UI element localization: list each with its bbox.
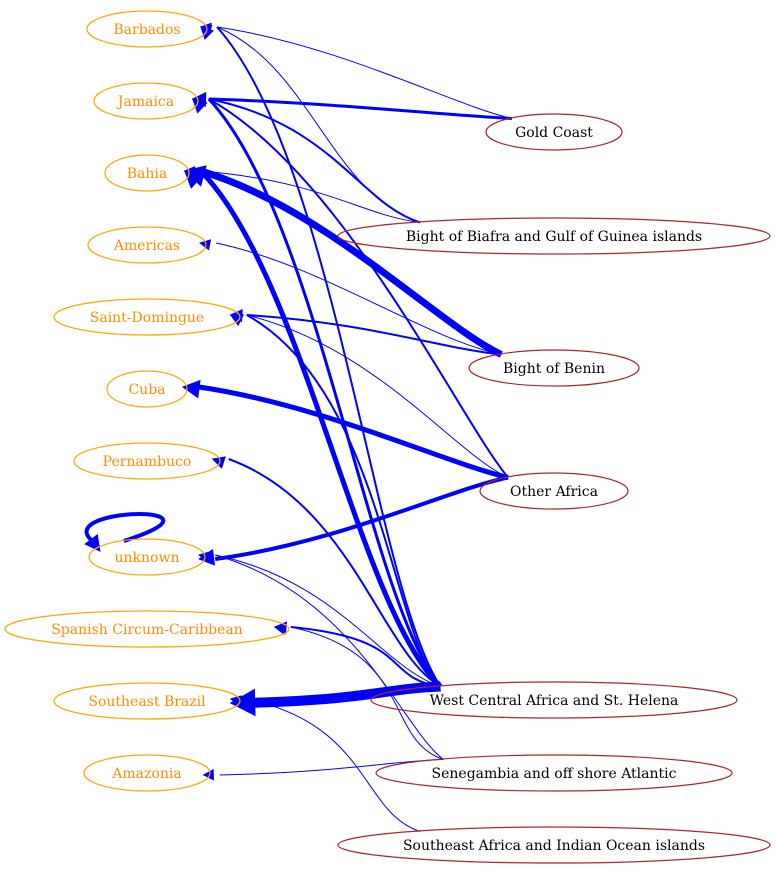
edge-wca-to-bahia [199, 169, 443, 689]
origin-node-senegambia[interactable]: Senegambia and off shore Atlantic [375, 754, 733, 792]
origin-node-se-africa-ellipse [337, 826, 771, 864]
edge-senegambia-to-unknown [215, 554, 444, 760]
edge-biafra-to-jamaica [208, 98, 421, 224]
origin-node-other-africa-label: Other Africa [510, 484, 598, 500]
destination-node-pernambuco-ellipse [73, 442, 221, 480]
origin-node-biafra[interactable]: Bight of Biafra and Gulf of Guinea islan… [337, 217, 771, 255]
edge-wca-to-barbados [216, 26, 442, 688]
destination-node-jamaica[interactable]: Jamaica [93, 82, 199, 120]
destination-node-bahia-ellipse [104, 154, 190, 192]
destination-node-se-brazil[interactable]: Southeast Brazil [53, 682, 241, 720]
destination-node-barbados-ellipse [86, 10, 208, 48]
edge-senegambia-to-amazonia-arrowhead [202, 769, 214, 781]
edge-wca-to-jamaica-arrowhead [192, 98, 208, 114]
edge-wca-to-pernambuco [228, 458, 442, 688]
origin-node-benin[interactable]: Bight of Benin [468, 349, 640, 387]
origin-node-wca-ellipse [370, 681, 738, 719]
origin-node-benin-ellipse [468, 349, 640, 387]
edge-senegambia-to-spanish-cc-arrowhead [273, 623, 286, 635]
edge-wca-to-saint-domingue [246, 314, 442, 688]
destination-node-americas[interactable]: Americas [87, 226, 207, 264]
destination-node-bahia-label: Bahia [127, 166, 167, 182]
edge-other-africa-to-jamaica [208, 98, 509, 479]
destination-node-spanish-cc-label: Spanish Circum-Caribbean [51, 622, 243, 638]
edge-benin-to-bahia [199, 167, 503, 358]
origin-node-gold-coast-label: Gold Coast [515, 125, 593, 141]
edge-other-africa-to-cuba [198, 384, 509, 480]
destination-node-pernambuco-label: Pernambuco [103, 454, 192, 470]
origin-node-gold-coast[interactable]: Gold Coast [485, 113, 623, 151]
destination-node-amazonia[interactable]: Amazonia [83, 754, 211, 792]
destination-node-cuba-ellipse [106, 370, 188, 408]
destination-node-saint-domingue[interactable]: Saint-Domingue [53, 298, 241, 336]
destination-node-unknown[interactable]: unknown [88, 538, 206, 576]
origin-node-se-africa-label: Southeast Africa and Indian Ocean island… [403, 838, 705, 854]
destination-node-americas-label: Americas [113, 238, 180, 254]
edge-wca-to-jamaica [207, 97, 442, 688]
destination-node-cuba-label: Cuba [128, 382, 165, 398]
destination-node-se-brazil-label: Southeast Brazil [88, 694, 206, 710]
destination-node-jamaica-ellipse [93, 82, 199, 120]
destination-node-amazonia-ellipse [83, 754, 211, 792]
edge-wca-to-se-brazil-arrowhead [229, 688, 256, 717]
destination-node-unknown-ellipse [88, 538, 206, 576]
origin-node-se-africa[interactable]: Southeast Africa and Indian Ocean island… [337, 826, 771, 864]
edge-se-africa-to-se-brazil [246, 698, 421, 832]
edge-biafra-to-barbados [216, 26, 421, 223]
edge-other-africa-to-unknown [214, 475, 509, 561]
nodes-layer: BarbadosJamaicaBahiaAmericasSaint-Doming… [4, 10, 771, 864]
origin-node-benin-label: Bight of Benin [503, 361, 605, 377]
destination-node-jamaica-label: Jamaica [116, 94, 174, 110]
edge-benin-to-saint-domingue [246, 314, 502, 356]
destination-node-barbados-label: Barbados [113, 22, 180, 38]
destination-node-amazonia-label: Amazonia [111, 766, 181, 782]
origin-node-wca-label: West Central Africa and St. Helena [430, 693, 679, 709]
destination-node-pernambuco[interactable]: Pernambuco [73, 442, 221, 480]
edge-gold-coast-to-barbados [216, 26, 512, 119]
origin-node-other-africa[interactable]: Other Africa [479, 472, 629, 510]
destination-node-se-brazil-ellipse [53, 682, 241, 720]
edge-wca-to-spanish-cc [290, 626, 441, 688]
edge-other-africa-to-cuba-arrowhead [181, 379, 201, 399]
origin-node-senegambia-ellipse [375, 754, 733, 792]
destination-node-spanish-cc[interactable]: Spanish Circum-Caribbean [4, 610, 290, 648]
edge-senegambia-to-spanish-cc [290, 626, 444, 760]
destination-node-unknown-label: unknown [115, 550, 180, 566]
edges-layer [84, 22, 512, 832]
destination-node-spanish-cc-ellipse [4, 610, 290, 648]
origin-node-biafra-ellipse [337, 217, 771, 255]
origin-node-other-africa-ellipse [479, 472, 629, 510]
destination-node-barbados[interactable]: Barbados [86, 10, 208, 48]
origin-node-senegambia-label: Senegambia and off shore Atlantic [432, 766, 677, 782]
edge-other-africa-to-saint-domingue [246, 314, 509, 478]
edge-unknown-to-unknown [84, 512, 166, 547]
origin-node-gold-coast-ellipse [485, 113, 623, 151]
destination-node-saint-domingue-label: Saint-Domingue [90, 310, 204, 326]
origin-node-wca[interactable]: West Central Africa and St. Helena [370, 681, 738, 719]
edge-unknown-to-unknown-arrowhead [84, 534, 101, 552]
destination-node-bahia[interactable]: Bahia [104, 154, 190, 192]
destination-node-saint-domingue-ellipse [53, 298, 241, 336]
edge-wca-to-unknown [215, 554, 441, 687]
edge-gold-coast-to-jamaica [208, 97, 512, 120]
origin-node-biafra-label: Bight of Biafra and Gulf of Guinea islan… [406, 229, 702, 245]
destination-node-americas-ellipse [87, 226, 207, 264]
destination-node-cuba[interactable]: Cuba [106, 370, 188, 408]
edge-biafra-to-bahia [200, 170, 421, 223]
